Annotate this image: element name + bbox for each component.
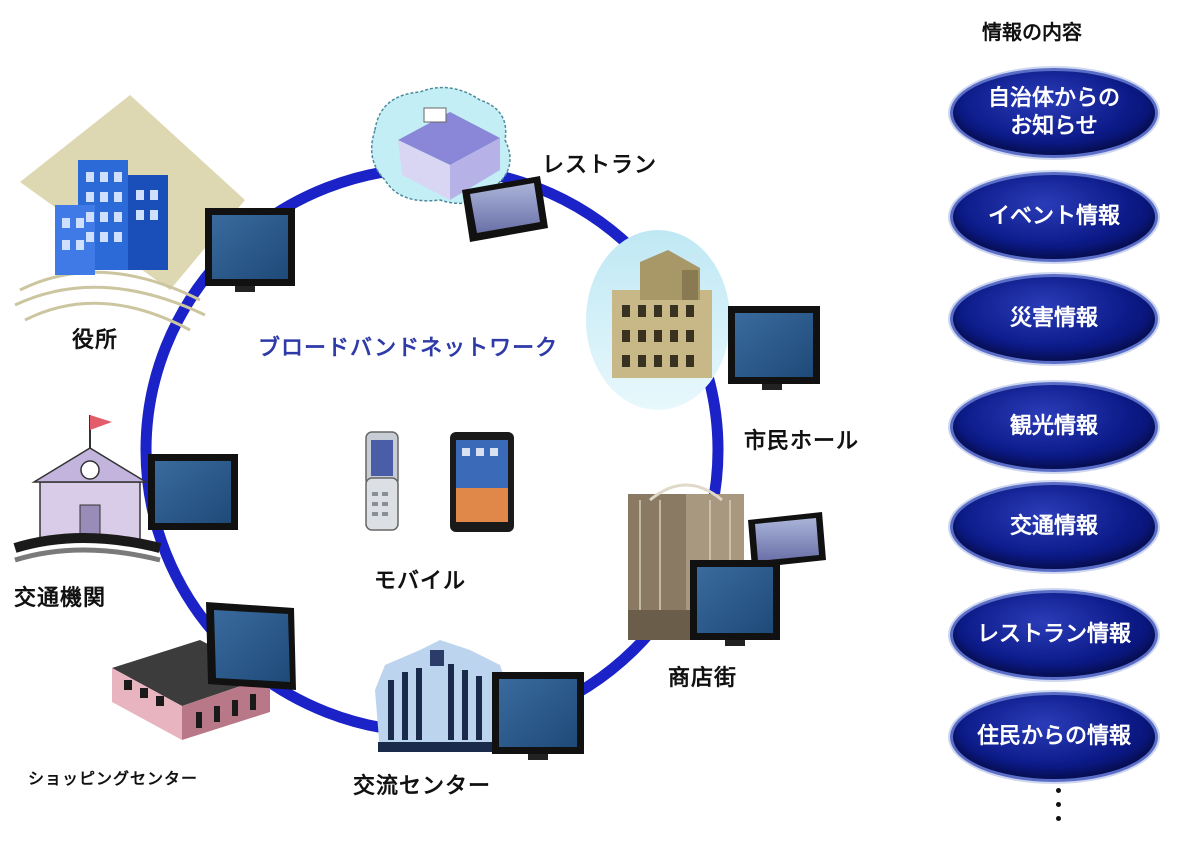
monitor-exchange-center: [492, 672, 584, 760]
node-label-civic-hall: 市民ホール: [744, 429, 860, 454]
monitor-transit: [148, 454, 238, 530]
transit-illustration: [13, 415, 162, 563]
node-label-shopping-center: ショッピングセンター: [28, 769, 199, 788]
info-item-resident-posts: 住民からの情報: [950, 692, 1158, 782]
node-label-restaurant: レストラン: [542, 153, 658, 178]
node-label-exchange-center: 交流センター: [353, 774, 492, 799]
monitor-shopping-center: [206, 602, 296, 690]
city-hall-illustration: [14, 95, 245, 332]
info-item-label: レストラン情報: [976, 622, 1131, 647]
civic-hall-illustration: [586, 230, 730, 410]
monitor-civic-hall: [728, 306, 820, 390]
node-label-city-hall: 役所: [72, 328, 119, 353]
info-item-label: イベント情報: [987, 204, 1120, 229]
monitor-city-hall: [205, 208, 295, 292]
info-item-tourism: 観光情報: [950, 382, 1158, 472]
photo-frame-restaurant: [462, 176, 548, 242]
info-item-traffic: 交通情報: [950, 482, 1158, 572]
info-item-label: 観光情報: [1009, 414, 1098, 439]
flip-phone-icon: [365, 431, 399, 531]
node-label-shopping-street: 商店街: [668, 666, 738, 691]
restaurant-illustration: [370, 86, 511, 205]
network-label: ブロードバンドネットワーク: [258, 336, 559, 361]
tablet-icon: [450, 432, 514, 532]
info-item-label: 住民からの情報: [976, 724, 1131, 749]
info-panel-heading: 情報の内容: [982, 20, 1082, 44]
info-item-events: イベント情報: [950, 172, 1158, 262]
info-item-restaurant: レストラン情報: [950, 590, 1158, 680]
node-label-mobile: モバイル: [374, 569, 467, 594]
node-label-transit: 交通機関: [14, 586, 107, 611]
info-item-label: 災害情報: [1009, 306, 1098, 331]
more-items-ellipsis: [1056, 788, 1062, 830]
photo-frame-shopping-street: [748, 512, 826, 568]
exchange-center-illustration: [375, 640, 512, 752]
info-item-label: 自治体からの お知らせ: [987, 86, 1120, 139]
info-item-municipal-notice: 自治体からの お知らせ: [950, 68, 1158, 158]
info-item-label: 交通情報: [1009, 514, 1098, 539]
monitor-shopping-street: [690, 560, 780, 646]
info-item-disaster: 災害情報: [950, 274, 1158, 364]
